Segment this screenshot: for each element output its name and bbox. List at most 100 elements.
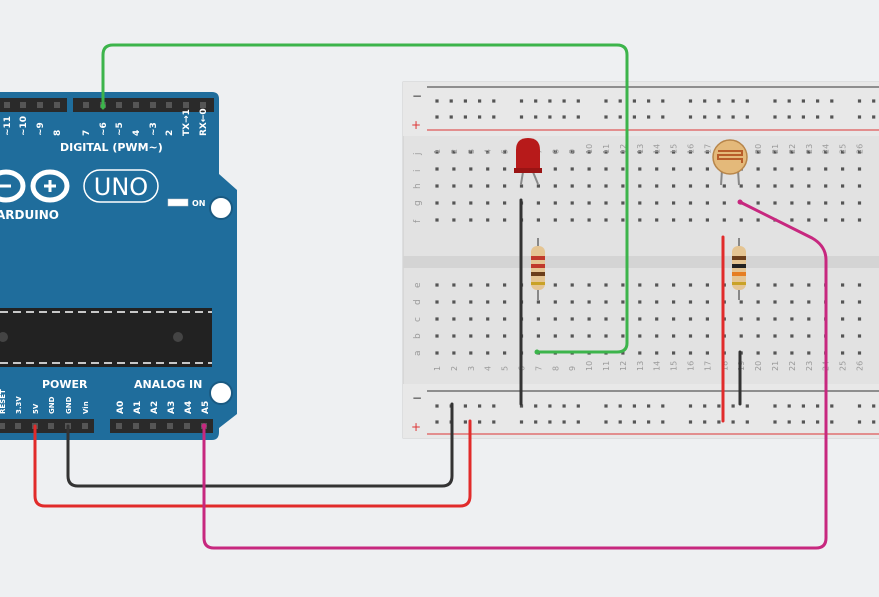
terminal-hole[interactable] xyxy=(790,167,794,171)
terminal-hole[interactable] xyxy=(452,300,456,304)
terminal-hole[interactable] xyxy=(503,218,507,222)
rail-hole[interactable] xyxy=(604,420,608,424)
terminal-hole[interactable] xyxy=(604,167,608,171)
terminal-hole[interactable] xyxy=(807,300,811,304)
rail-hole[interactable] xyxy=(731,404,735,408)
rail-hole[interactable] xyxy=(576,115,580,119)
terminal-hole[interactable] xyxy=(722,218,726,222)
rail-hole[interactable] xyxy=(478,420,482,424)
terminal-hole[interactable] xyxy=(857,300,862,304)
terminal-hole[interactable] xyxy=(790,218,794,222)
terminal-hole[interactable] xyxy=(790,201,794,205)
terminal-hole[interactable] xyxy=(452,184,456,188)
rail-hole[interactable] xyxy=(872,404,876,408)
terminal-hole[interactable] xyxy=(773,334,777,338)
terminal-hole[interactable] xyxy=(587,150,591,154)
terminal-hole[interactable] xyxy=(469,150,473,154)
rail-hole[interactable] xyxy=(534,115,538,119)
terminal-hole[interactable] xyxy=(469,201,473,205)
terminal-hole[interactable] xyxy=(807,167,811,171)
terminal-hole[interactable] xyxy=(756,150,760,154)
terminal-hole[interactable] xyxy=(841,300,845,304)
rail-hole[interactable] xyxy=(745,99,749,103)
terminal-hole[interactable] xyxy=(773,351,777,355)
header-pin[interactable] xyxy=(150,102,156,108)
terminal-hole[interactable] xyxy=(655,283,659,287)
terminal-hole[interactable] xyxy=(621,283,625,287)
terminal-hole[interactable] xyxy=(486,317,490,321)
terminal-hole[interactable] xyxy=(773,283,777,287)
terminal-hole[interactable] xyxy=(790,317,794,321)
terminal-hole[interactable] xyxy=(503,317,507,321)
terminal-hole[interactable] xyxy=(604,150,608,154)
terminal-hole[interactable] xyxy=(553,317,557,321)
terminal-hole[interactable] xyxy=(857,150,862,154)
header-pin[interactable] xyxy=(200,102,206,108)
terminal-hole[interactable] xyxy=(841,283,845,287)
terminal-hole[interactable] xyxy=(824,184,828,188)
rail-hole[interactable] xyxy=(463,420,467,424)
terminal-hole[interactable] xyxy=(638,334,642,338)
rail-hole[interactable] xyxy=(576,420,580,424)
rail-hole[interactable] xyxy=(435,404,439,408)
rail-hole[interactable] xyxy=(773,99,777,103)
terminal-hole[interactable] xyxy=(452,218,456,222)
terminal-hole[interactable] xyxy=(655,351,659,355)
terminal-hole[interactable] xyxy=(857,201,862,205)
terminal-hole[interactable] xyxy=(570,317,574,321)
terminal-hole[interactable] xyxy=(587,317,591,321)
terminal-hole[interactable] xyxy=(824,167,828,171)
rail-hole[interactable] xyxy=(519,115,524,119)
rail-hole[interactable] xyxy=(604,99,608,103)
terminal-hole[interactable] xyxy=(587,334,591,338)
rail-hole[interactable] xyxy=(647,420,651,424)
rail-hole[interactable] xyxy=(773,404,777,408)
rail-hole[interactable] xyxy=(745,115,749,119)
terminal-hole[interactable] xyxy=(688,201,693,205)
terminal-hole[interactable] xyxy=(807,283,811,287)
terminal-hole[interactable] xyxy=(841,201,845,205)
terminal-hole[interactable] xyxy=(756,317,760,321)
rail-hole[interactable] xyxy=(618,99,622,103)
rail-hole[interactable] xyxy=(872,420,876,424)
rail-hole[interactable] xyxy=(830,420,834,424)
terminal-hole[interactable] xyxy=(756,300,760,304)
terminal-hole[interactable] xyxy=(553,300,557,304)
terminal-hole[interactable] xyxy=(688,351,693,355)
rail-hole[interactable] xyxy=(632,420,636,424)
rail-hole[interactable] xyxy=(801,115,805,119)
rail-hole[interactable] xyxy=(661,420,665,424)
terminal-hole[interactable] xyxy=(553,201,557,205)
rail-hole[interactable] xyxy=(463,115,467,119)
terminal-hole[interactable] xyxy=(756,201,760,205)
breadboard[interactable]: − + − + 11223344556677889910101111121213… xyxy=(402,81,879,439)
terminal-hole[interactable] xyxy=(807,351,811,355)
terminal-hole[interactable] xyxy=(857,167,862,171)
terminal-hole[interactable] xyxy=(435,167,439,171)
rail-hole[interactable] xyxy=(562,404,566,408)
terminal-hole[interactable] xyxy=(807,184,811,188)
terminal-hole[interactable] xyxy=(536,300,540,304)
rail-hole[interactable] xyxy=(562,99,566,103)
rail-hole[interactable] xyxy=(492,404,496,408)
terminal-hole[interactable] xyxy=(790,184,794,188)
rail-hole[interactable] xyxy=(576,99,580,103)
rail-hole[interactable] xyxy=(534,99,538,103)
header-pin[interactable] xyxy=(166,102,172,108)
rail-hole[interactable] xyxy=(478,404,482,408)
terminal-hole[interactable] xyxy=(452,201,456,205)
terminal-hole[interactable] xyxy=(486,351,490,355)
terminal-hole[interactable] xyxy=(807,150,811,154)
terminal-hole[interactable] xyxy=(722,184,726,188)
rail-hole[interactable] xyxy=(548,99,552,103)
terminal-hole[interactable] xyxy=(655,317,659,321)
terminal-hole[interactable] xyxy=(570,300,574,304)
rail-hole[interactable] xyxy=(632,115,636,119)
terminal-hole[interactable] xyxy=(672,317,676,321)
terminal-hole[interactable] xyxy=(503,334,507,338)
terminal-hole[interactable] xyxy=(503,351,507,355)
terminal-hole[interactable] xyxy=(857,283,862,287)
terminal-hole[interactable] xyxy=(841,334,845,338)
terminal-hole[interactable] xyxy=(672,218,676,222)
terminal-hole[interactable] xyxy=(841,167,845,171)
